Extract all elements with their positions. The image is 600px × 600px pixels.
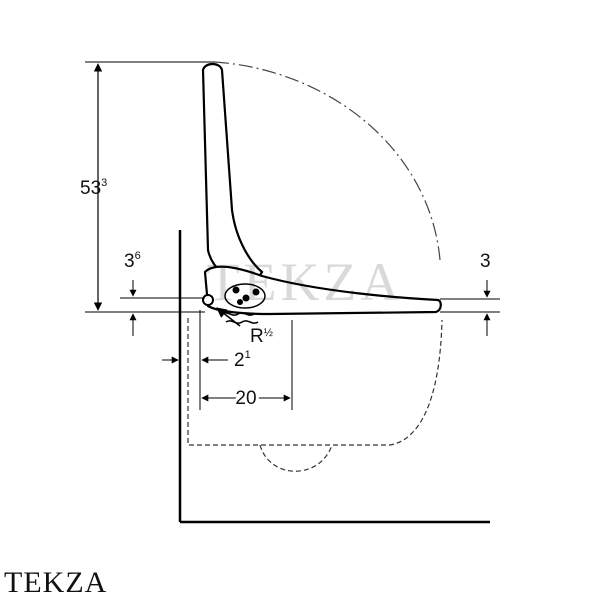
control-panel bbox=[224, 283, 266, 309]
brand-footer: TEKZA bbox=[4, 566, 108, 599]
dim-connection: R½ bbox=[250, 326, 273, 347]
dim-hinge-offset: 21 bbox=[234, 349, 251, 371]
hinge-icon bbox=[202, 294, 214, 306]
dim-depth: 20 bbox=[235, 388, 256, 409]
watermark: TEKZA bbox=[207, 252, 404, 312]
water-connection-icon bbox=[216, 307, 259, 327]
lid-swing-arc bbox=[214, 61, 441, 261]
dim-height-main: 533 bbox=[80, 177, 107, 199]
dim-height-small: 36 bbox=[124, 250, 141, 272]
dim-right-offset: 3 bbox=[480, 251, 491, 272]
toilet-bowl-outline bbox=[187, 318, 443, 472]
seat-body bbox=[203, 265, 442, 316]
dimension-lines bbox=[85, 61, 500, 410]
